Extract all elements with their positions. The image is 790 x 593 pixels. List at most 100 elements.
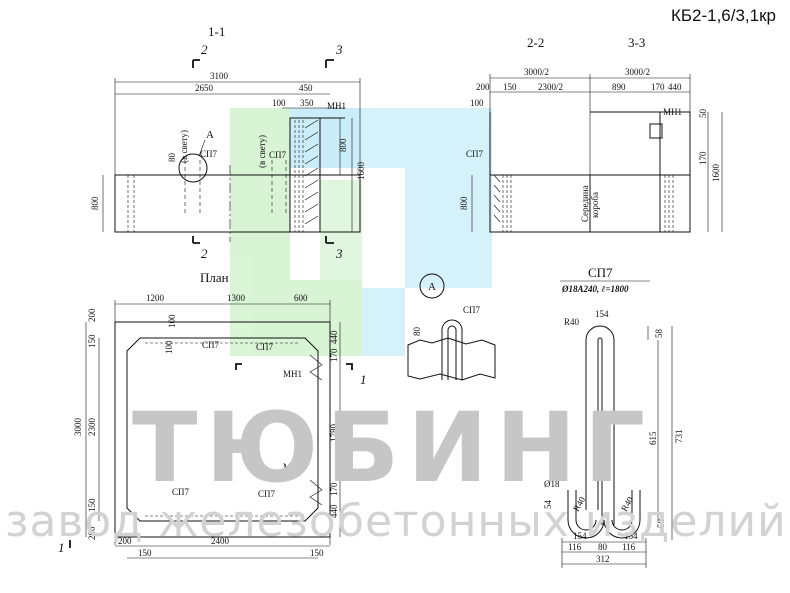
rebar-title: СП7 bbox=[588, 265, 613, 280]
label-plan-sp7-2: СП7 bbox=[256, 342, 274, 352]
dim-80: 80 bbox=[167, 153, 177, 163]
dim-600: 600 bbox=[294, 293, 308, 303]
dim-440: 440 bbox=[668, 82, 682, 92]
watermark-main: ТЮБИНГ bbox=[132, 392, 654, 504]
dim-2650: 2650 bbox=[195, 83, 214, 93]
rebar-154-top: 154 bbox=[595, 309, 609, 319]
dim-350: 350 bbox=[300, 98, 314, 108]
dim-3000: 3000 bbox=[73, 418, 83, 437]
dim-200-bottom: 200 bbox=[87, 526, 97, 540]
rebar-58-top: 58 bbox=[654, 329, 664, 339]
rebar-615: 615 bbox=[648, 431, 658, 445]
cut-mark-2-bottom: 2 bbox=[201, 246, 208, 261]
dim-200-top: 200 bbox=[87, 308, 97, 322]
section-3-3: 3-3 3000/2 890 170 440 МН1 50 170 1600 С… bbox=[580, 35, 723, 233]
detail-a-title: А bbox=[428, 281, 436, 293]
rebar-116-left: 116 bbox=[568, 542, 582, 552]
dim-clear-b: (в свету) bbox=[257, 135, 267, 168]
dim-800-2-2: 800 bbox=[459, 196, 469, 210]
dim-440-b: 440 bbox=[329, 504, 339, 518]
label-plan-sp7-4: СП7 bbox=[258, 489, 276, 499]
logo-background bbox=[230, 108, 492, 356]
cut-mark-2-top: 2 bbox=[201, 42, 208, 57]
label-plan-sp7-1: СП7 bbox=[202, 340, 220, 350]
dim-100-2: 100 bbox=[470, 98, 484, 108]
watermark-sub: завод железобетонных изделий bbox=[5, 496, 787, 547]
dim-450: 450 bbox=[299, 83, 313, 93]
dim-440-a: 440 bbox=[329, 330, 339, 344]
section-2-2-title: 2-2 bbox=[527, 35, 544, 50]
cut-mark-3-bottom: 3 bbox=[335, 246, 343, 261]
dim-clear-a: (в свету) bbox=[179, 130, 189, 163]
plan-title: План bbox=[200, 270, 229, 285]
rebar-sp7: СП7 Ø18А240, ℓ=1800 R40 154 58 615 731 Ø… bbox=[543, 265, 684, 568]
dim-100-a: 100 bbox=[167, 314, 177, 328]
label-sp7-a: СП7 bbox=[200, 149, 218, 159]
label-plan-mn1-a: МН1 bbox=[283, 369, 302, 379]
section-1-1-title: 1-1 bbox=[208, 24, 225, 39]
dim-100: 100 bbox=[272, 98, 286, 108]
label-sp7-b: СП7 bbox=[269, 150, 287, 160]
detail-a-sp7: СП7 bbox=[463, 305, 481, 315]
cut-mark-1-left: 1 bbox=[58, 540, 65, 555]
rebar-116-right: 116 bbox=[622, 542, 636, 552]
cut-mark-1-right: 1 bbox=[360, 372, 367, 387]
dim-170-b: 170 bbox=[329, 482, 339, 496]
dim-2300-half: 2300/2 bbox=[538, 82, 563, 92]
rebar-spec: Ø18А240, ℓ=1800 bbox=[561, 284, 629, 294]
dim-50: 50 bbox=[698, 109, 708, 119]
detail-a: А СП7 80 bbox=[407, 273, 496, 381]
dim-1600-3-3: 1600 bbox=[711, 164, 721, 183]
detail-a-80: 80 bbox=[412, 327, 422, 337]
section-3-3-title: 3-3 bbox=[628, 35, 645, 50]
dim-800-left: 800 bbox=[90, 196, 100, 210]
section-2-2: 2-2 3000/2 200 150 2300/2 100 800 СП7 bbox=[459, 35, 591, 233]
dim-3100: 3100 bbox=[210, 71, 229, 81]
label-plan-mn1-b: МН1 bbox=[283, 462, 302, 472]
mid-label-1: Середина bbox=[580, 185, 590, 222]
dim-170-a: 170 bbox=[329, 348, 339, 362]
rebar-731: 731 bbox=[674, 430, 684, 444]
dim-150-bottom: 150 bbox=[87, 498, 97, 512]
dim-3000-half-a: 3000/2 bbox=[524, 67, 549, 77]
rebar-r40-top: R40 bbox=[564, 317, 580, 327]
dim-2300: 2300 bbox=[87, 418, 97, 437]
rebar-312: 312 bbox=[596, 554, 610, 564]
rebar-154-br: 154 bbox=[624, 531, 638, 541]
cut-mark-3-top: 3 bbox=[335, 42, 343, 57]
dim-1780: 1780 bbox=[329, 424, 339, 443]
rebar-154-bl: 154 bbox=[573, 531, 587, 541]
dim-b150-left: 150 bbox=[138, 548, 152, 558]
rebar-d18: Ø18 bbox=[544, 479, 560, 489]
node-a-circle bbox=[178, 153, 208, 183]
rebar-54: 54 bbox=[543, 500, 553, 510]
mid-label-2: короба bbox=[590, 192, 600, 218]
plan-view: План 1200 1300 600 3000 2300 200 150 150… bbox=[58, 270, 367, 559]
dim-150: 150 bbox=[503, 82, 517, 92]
dim-1200: 1200 bbox=[146, 293, 165, 303]
dim-1600: 1600 bbox=[356, 162, 366, 181]
dim-200: 200 bbox=[476, 82, 490, 92]
dim-170: 170 bbox=[651, 82, 665, 92]
dim-b2400: 2400 bbox=[211, 536, 230, 546]
rebar-80: 80 bbox=[598, 542, 608, 552]
dim-3000-half-b: 3000/2 bbox=[625, 67, 650, 77]
node-a-label: А bbox=[206, 129, 214, 141]
dim-1300: 1300 bbox=[227, 293, 246, 303]
rebar-58-bottom: 58 bbox=[656, 519, 666, 529]
label-sp7-2-2: СП7 bbox=[466, 149, 484, 159]
dim-b150-right: 150 bbox=[310, 548, 324, 558]
drawing-title: КБ2-1,6/3,1кр bbox=[670, 6, 776, 25]
dim-800: 800 bbox=[338, 138, 348, 152]
dim-890: 890 bbox=[612, 82, 626, 92]
dim-150-top: 150 bbox=[87, 334, 97, 348]
hatching bbox=[304, 119, 319, 225]
dim-170-v: 170 bbox=[698, 151, 708, 165]
label-plan-sp7-3: СП7 bbox=[172, 487, 190, 497]
section-1-1: 1-1 2 3 2 3 3100 2650 450 100 350 1600 bbox=[90, 24, 366, 261]
label-mn1-3-3: МН1 bbox=[663, 107, 682, 117]
label-mn1: МН1 bbox=[327, 101, 346, 111]
dim-b200: 200 bbox=[118, 536, 132, 546]
dim-100-b: 100 bbox=[164, 340, 174, 354]
